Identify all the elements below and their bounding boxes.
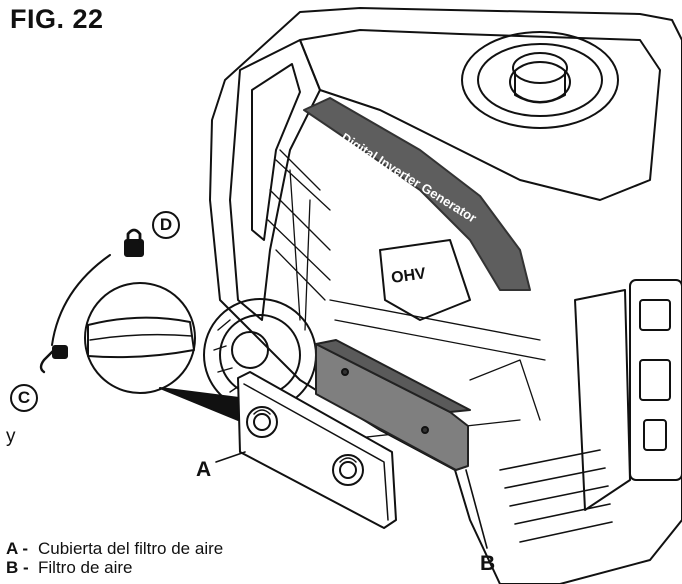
fuel-cap-ring bbox=[461, 31, 619, 129]
legend-text: Cubierta del filtro de aire bbox=[38, 539, 224, 558]
rotation-arc bbox=[51, 254, 111, 346]
control-panel bbox=[629, 279, 682, 481]
lock-icon bbox=[124, 228, 144, 257]
lock-position-label: D bbox=[152, 211, 180, 239]
unlock-position-label: C bbox=[10, 384, 38, 412]
legend-key: A - bbox=[6, 539, 29, 558]
top-cover bbox=[299, 29, 661, 201]
legend-item-b: B - Filtro de aire bbox=[6, 558, 223, 577]
side-vents bbox=[499, 449, 613, 543]
leader-b bbox=[465, 469, 488, 549]
callout-b: B bbox=[480, 552, 496, 575]
legend-item-a: A - Cubierta del filtro de aire bbox=[6, 539, 223, 558]
figure-title: FIG. 22 bbox=[10, 4, 104, 34]
legend-key: B - bbox=[6, 558, 29, 577]
leader-a bbox=[215, 451, 246, 463]
legend: A - Cubierta del filtro de aire B - Filt… bbox=[6, 539, 223, 577]
callout-a: A bbox=[196, 458, 212, 481]
stray-text: y bbox=[6, 426, 16, 447]
handle-lattice bbox=[267, 149, 331, 331]
air-filter-cover bbox=[237, 371, 397, 529]
generator-body-outline bbox=[209, 7, 682, 584]
brand-band bbox=[303, 97, 531, 291]
legend-text: Filtro de aire bbox=[38, 558, 133, 577]
side-handle bbox=[229, 39, 321, 321]
unlock-icon bbox=[39, 345, 68, 374]
engine-badge: OHV bbox=[390, 265, 427, 287]
